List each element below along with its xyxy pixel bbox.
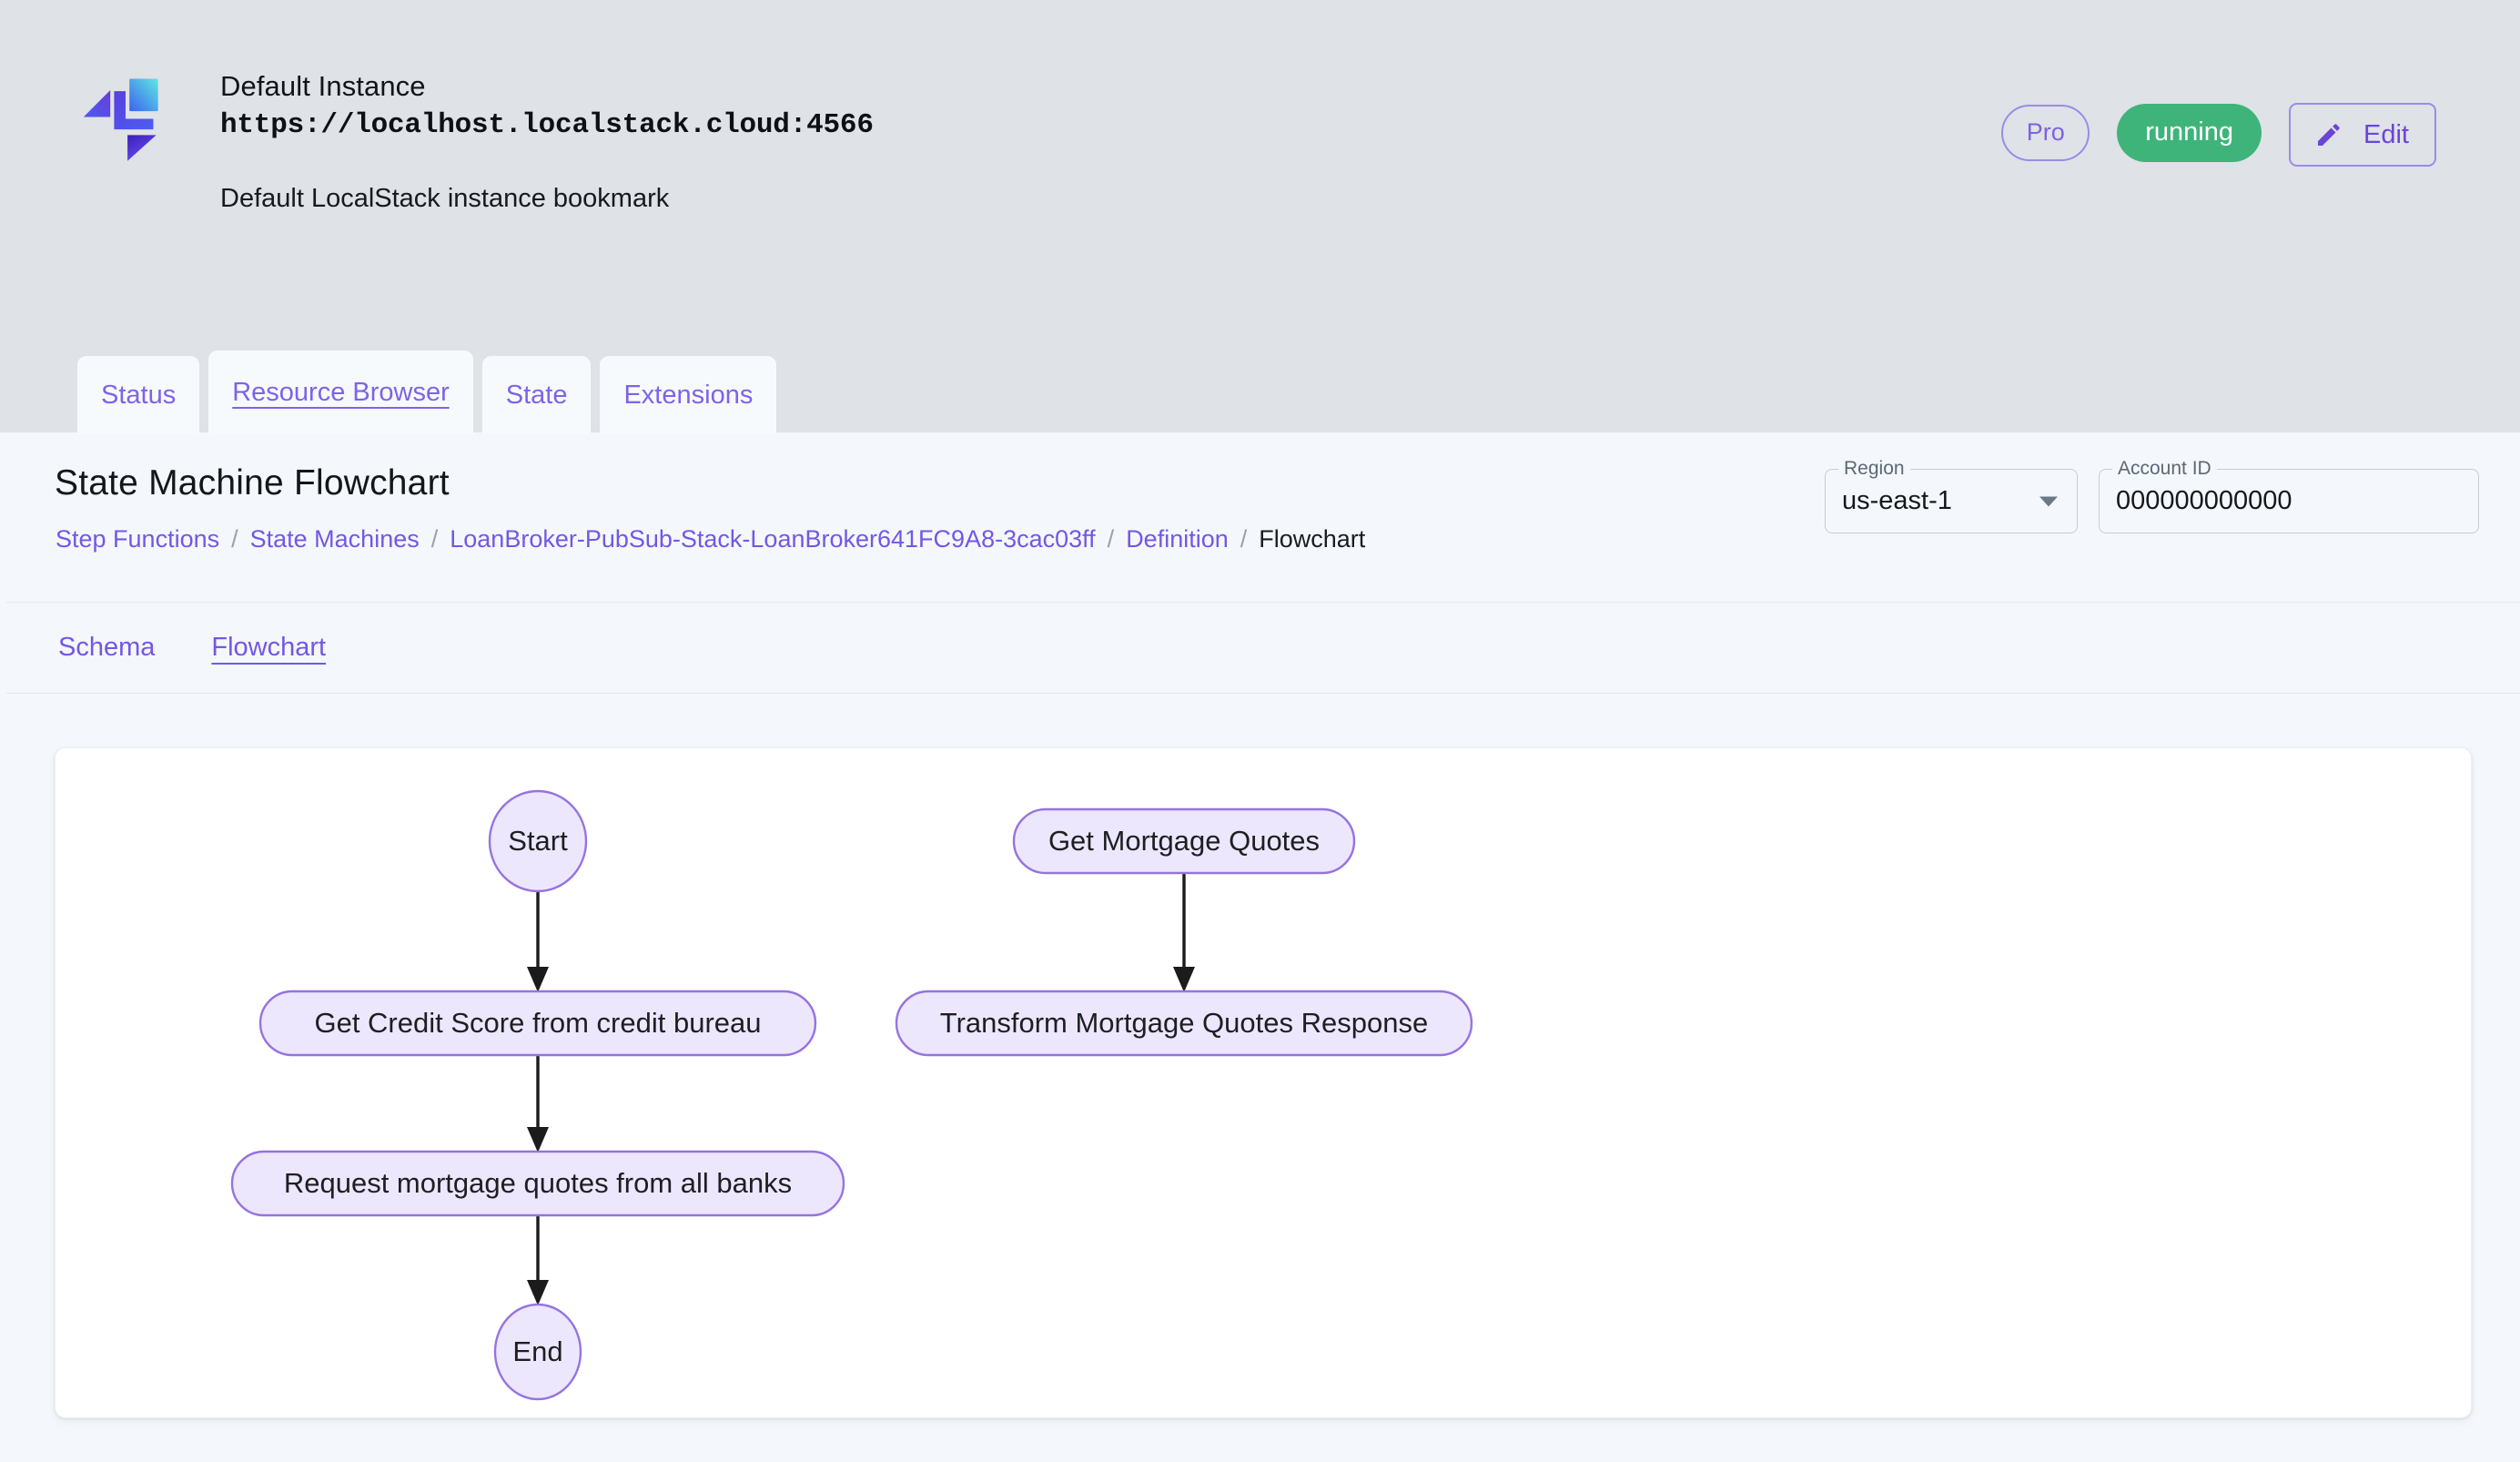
flow-nodes: Start Get Credit Score from credit burea…	[230, 789, 1473, 1401]
status-badge[interactable]: running	[2117, 103, 2262, 162]
breadcrumb-item-definition[interactable]: Definition	[1126, 525, 1229, 553]
breadcrumb-item-step-functions[interactable]: Step Functions	[56, 525, 220, 553]
flow-edges	[527, 873, 1195, 1305]
breadcrumb-separator: /	[231, 525, 238, 553]
localstack-logo-icon	[83, 78, 158, 161]
instance-description: Default LocalStack instance bookmark	[220, 184, 670, 213]
flow-node-end-label: End	[512, 1335, 562, 1367]
edge-arrowhead	[527, 1280, 549, 1305]
pro-badge[interactable]: Pro	[2001, 104, 2090, 161]
tab-extensions-label: Extensions	[623, 380, 754, 410]
tab-status[interactable]: Status	[77, 356, 200, 434]
sub-tab-strip: Schema Flowchart	[6, 603, 2520, 694]
account-id-value: 000000000000	[2116, 486, 2292, 515]
breadcrumb-item-state-machines[interactable]: State Machines	[249, 525, 420, 553]
breadcrumb: Step Functions / State Machines / LoanBr…	[56, 524, 1365, 553]
state-machine-flowchart: Start Get Credit Score from credit burea…	[230, 789, 1473, 1401]
content-area: State Machine Flowchart Step Functions /…	[6, 432, 2520, 1462]
flow-node-credit-score[interactable]: Get Credit Score from credit bureau	[258, 990, 817, 1057]
region-value: us-east-1	[1842, 486, 1952, 515]
header-actions: Pro running Edit	[2001, 98, 2436, 167]
tab-state-label: State	[505, 380, 568, 410]
breadcrumb-separator: /	[1240, 525, 1248, 553]
flow-node-credit-score-label: Get Credit Score from credit bureau	[314, 1007, 761, 1039]
flow-node-start[interactable]: Start	[488, 789, 588, 893]
edit-button-label: Edit	[2363, 119, 2409, 149]
breadcrumb-separator: /	[430, 525, 439, 553]
breadcrumb-separator: /	[1107, 525, 1115, 553]
edge-arrowhead	[1173, 967, 1195, 992]
account-id-label: Account ID	[2112, 458, 2217, 480]
pencil-icon	[2318, 124, 2340, 146]
page-title: State Machine Flowchart	[55, 463, 450, 503]
region-select[interactable]: Region us-east-1	[1825, 458, 2078, 533]
region-label: Region	[1838, 458, 1910, 480]
flow-node-transform-response-label: Transform Mortgage Quotes Response	[940, 1007, 1428, 1039]
edit-button[interactable]: Edit	[2289, 103, 2436, 167]
instance-name: Default Instance	[220, 70, 426, 102]
breadcrumb-item-state-machine-name[interactable]: LoanBroker-PubSub-Stack-LoanBroker641FC9…	[450, 525, 1096, 553]
main-tab-strip: Status Resource Browser State Extensions	[77, 350, 777, 434]
edge-arrowhead	[527, 1127, 549, 1152]
tab-resource-browser[interactable]: Resource Browser	[208, 350, 473, 434]
tab-state[interactable]: State	[481, 356, 592, 434]
subtab-flowchart[interactable]: Flowchart	[211, 633, 327, 662]
flow-node-get-mortgage-quotes[interactable]: Get Mortgage Quotes	[1012, 807, 1356, 875]
instance-text-block: Default Instance https://localhost.local…	[220, 68, 874, 216]
flowchart-card: Start Get Credit Score from credit burea…	[55, 747, 2472, 1418]
account-id-field[interactable]: Account ID 000000000000	[2099, 458, 2479, 533]
flow-node-end[interactable]: End	[493, 1303, 582, 1401]
breadcrumb-item-flowchart: Flowchart	[1259, 525, 1366, 553]
flow-node-start-label: Start	[508, 825, 568, 857]
edge-arrowhead	[527, 967, 549, 992]
instance-summary: Default Instance https://localhost.local…	[77, 68, 874, 216]
tab-extensions[interactable]: Extensions	[600, 356, 777, 434]
flow-node-request-quotes[interactable]: Request mortgage quotes from all banks	[230, 1150, 845, 1217]
tab-resource-browser-label: Resource Browser	[232, 377, 450, 407]
subtab-schema[interactable]: Schema	[58, 633, 156, 662]
tab-status-label: Status	[101, 380, 177, 410]
content-header: State Machine Flowchart Step Functions /…	[6, 432, 2520, 603]
chevron-down-icon	[2039, 496, 2058, 506]
selectors: Region us-east-1 Account ID 000000000000	[1825, 458, 2479, 533]
flow-node-get-mortgage-quotes-label: Get Mortgage Quotes	[1048, 825, 1320, 857]
flow-node-transform-response[interactable]: Transform Mortgage Quotes Response	[895, 990, 1473, 1057]
instance-url: https://localhost.localstack.cloud:4566	[220, 109, 874, 141]
flow-node-request-quotes-label: Request mortgage quotes from all banks	[284, 1167, 792, 1199]
